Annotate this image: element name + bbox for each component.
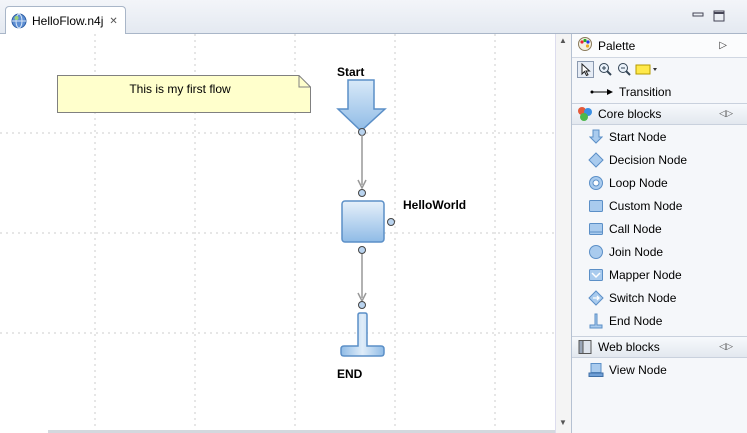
- transition-arrow-icon: [590, 84, 614, 100]
- palette-item-switch-node[interactable]: Switch Node: [572, 286, 747, 309]
- drawer-core-blocks[interactable]: Core blocks ◁▷: [572, 103, 747, 125]
- end-node[interactable]: [340, 312, 385, 358]
- join-node-icon: [588, 244, 604, 260]
- palette-title: Palette: [598, 38, 636, 53]
- custom-node-item-label: Custom Node: [609, 198, 683, 213]
- palette-panel: Palette ▷ Transition Core blocks ◁▷: [571, 34, 747, 433]
- helloworld-node[interactable]: [341, 200, 385, 243]
- custom-node-icon: [588, 198, 604, 214]
- helloworld-side-port[interactable]: [386, 217, 396, 227]
- loop-node-icon: [588, 175, 604, 191]
- palette-item-transition[interactable]: Transition: [572, 80, 747, 103]
- palette-item-decision-node[interactable]: Decision Node: [572, 148, 747, 171]
- palette-header: Palette ▷: [572, 34, 747, 58]
- transition-start-helloworld[interactable]: [355, 135, 369, 193]
- palette-icon: [577, 36, 593, 55]
- core-blocks-icon: [576, 106, 594, 122]
- end-node-icon: [588, 313, 604, 329]
- web-blocks-label: Web blocks: [598, 340, 660, 354]
- sticky-note[interactable]: This is my first flow: [57, 75, 311, 113]
- web-blocks-icon: [576, 339, 594, 355]
- start-node[interactable]: [336, 79, 388, 133]
- select-tool-icon[interactable]: [577, 60, 594, 78]
- scroll-up-icon[interactable]: ▲: [559, 36, 567, 45]
- palette-item-call-node[interactable]: Call Node: [572, 217, 747, 240]
- drawer-toggle-icon[interactable]: ◁▷: [719, 341, 733, 351]
- mapper-node-item-label: Mapper Node: [609, 267, 682, 282]
- end-node-item-label: End Node: [609, 313, 663, 328]
- switch-node-icon: [588, 289, 604, 306]
- zoom-out-icon[interactable]: [615, 61, 632, 78]
- palette-item-mapper-node[interactable]: Mapper Node: [572, 263, 747, 286]
- palette-item-loop-node[interactable]: Loop Node: [572, 171, 747, 194]
- start-node-icon: [588, 129, 604, 145]
- scroll-down-icon[interactable]: ▼: [559, 418, 567, 427]
- end-node-label: END: [337, 367, 363, 381]
- palette-toolbar: [572, 58, 747, 80]
- zoom-in-icon[interactable]: [596, 61, 613, 78]
- maximize-icon[interactable]: [713, 10, 725, 22]
- palette-item-start-node[interactable]: Start Node: [572, 125, 747, 148]
- palette-item-end-node[interactable]: End Node: [572, 309, 747, 332]
- editor-tab-bar: HelloFlow.n4j ✕: [0, 0, 747, 35]
- loop-node-item-label: Loop Node: [609, 175, 668, 190]
- end-input-port[interactable]: [357, 300, 367, 310]
- tab-title: HelloFlow.n4j: [32, 14, 104, 28]
- minimize-icon[interactable]: [692, 10, 704, 22]
- view-node-icon: [588, 362, 604, 378]
- globe-icon: [11, 13, 27, 29]
- view-node-item-label: View Node: [609, 362, 667, 377]
- decision-node-item-label: Decision Node: [609, 152, 688, 167]
- start-node-label: Start: [337, 65, 365, 79]
- switch-node-item-label: Switch Node: [609, 290, 677, 305]
- palette-item-join-node[interactable]: Join Node: [572, 240, 747, 263]
- palette-item-view-node[interactable]: View Node: [572, 358, 747, 381]
- mapper-node-icon: [588, 267, 604, 283]
- close-icon[interactable]: ✕: [109, 15, 118, 27]
- decision-node-icon: [588, 151, 604, 168]
- helloworld-input-port[interactable]: [357, 188, 367, 198]
- join-node-item-label: Join Node: [609, 244, 664, 259]
- palette-collapse-icon[interactable]: ▷: [719, 40, 727, 51]
- drawer-toggle-icon[interactable]: ◁▷: [719, 108, 733, 118]
- tab-helloflow[interactable]: HelloFlow.n4j ✕: [5, 6, 126, 35]
- helloworld-label: HelloWorld: [403, 198, 467, 212]
- drawer-web-blocks[interactable]: Web blocks ◁▷: [572, 336, 747, 358]
- palette-item-custom-node[interactable]: Custom Node: [572, 194, 747, 217]
- helloworld-output-port[interactable]: [357, 245, 367, 255]
- note-tool-dropdown-icon[interactable]: [634, 61, 660, 78]
- canvas-horizontal-scrollbar[interactable]: [48, 430, 555, 433]
- transition-label: Transition: [619, 84, 672, 99]
- flow-canvas[interactable]: This is my first flow Start HelloWorld: [0, 34, 571, 433]
- canvas-vertical-scrollbar[interactable]: ▲ ▼: [555, 34, 571, 433]
- core-blocks-label: Core blocks: [598, 107, 662, 121]
- call-node-item-label: Call Node: [609, 221, 662, 236]
- start-node-item-label: Start Node: [609, 129, 667, 144]
- transition-helloworld-end[interactable]: [355, 254, 369, 306]
- call-node-icon: [588, 221, 604, 237]
- note-text: This is my first flow: [129, 82, 231, 96]
